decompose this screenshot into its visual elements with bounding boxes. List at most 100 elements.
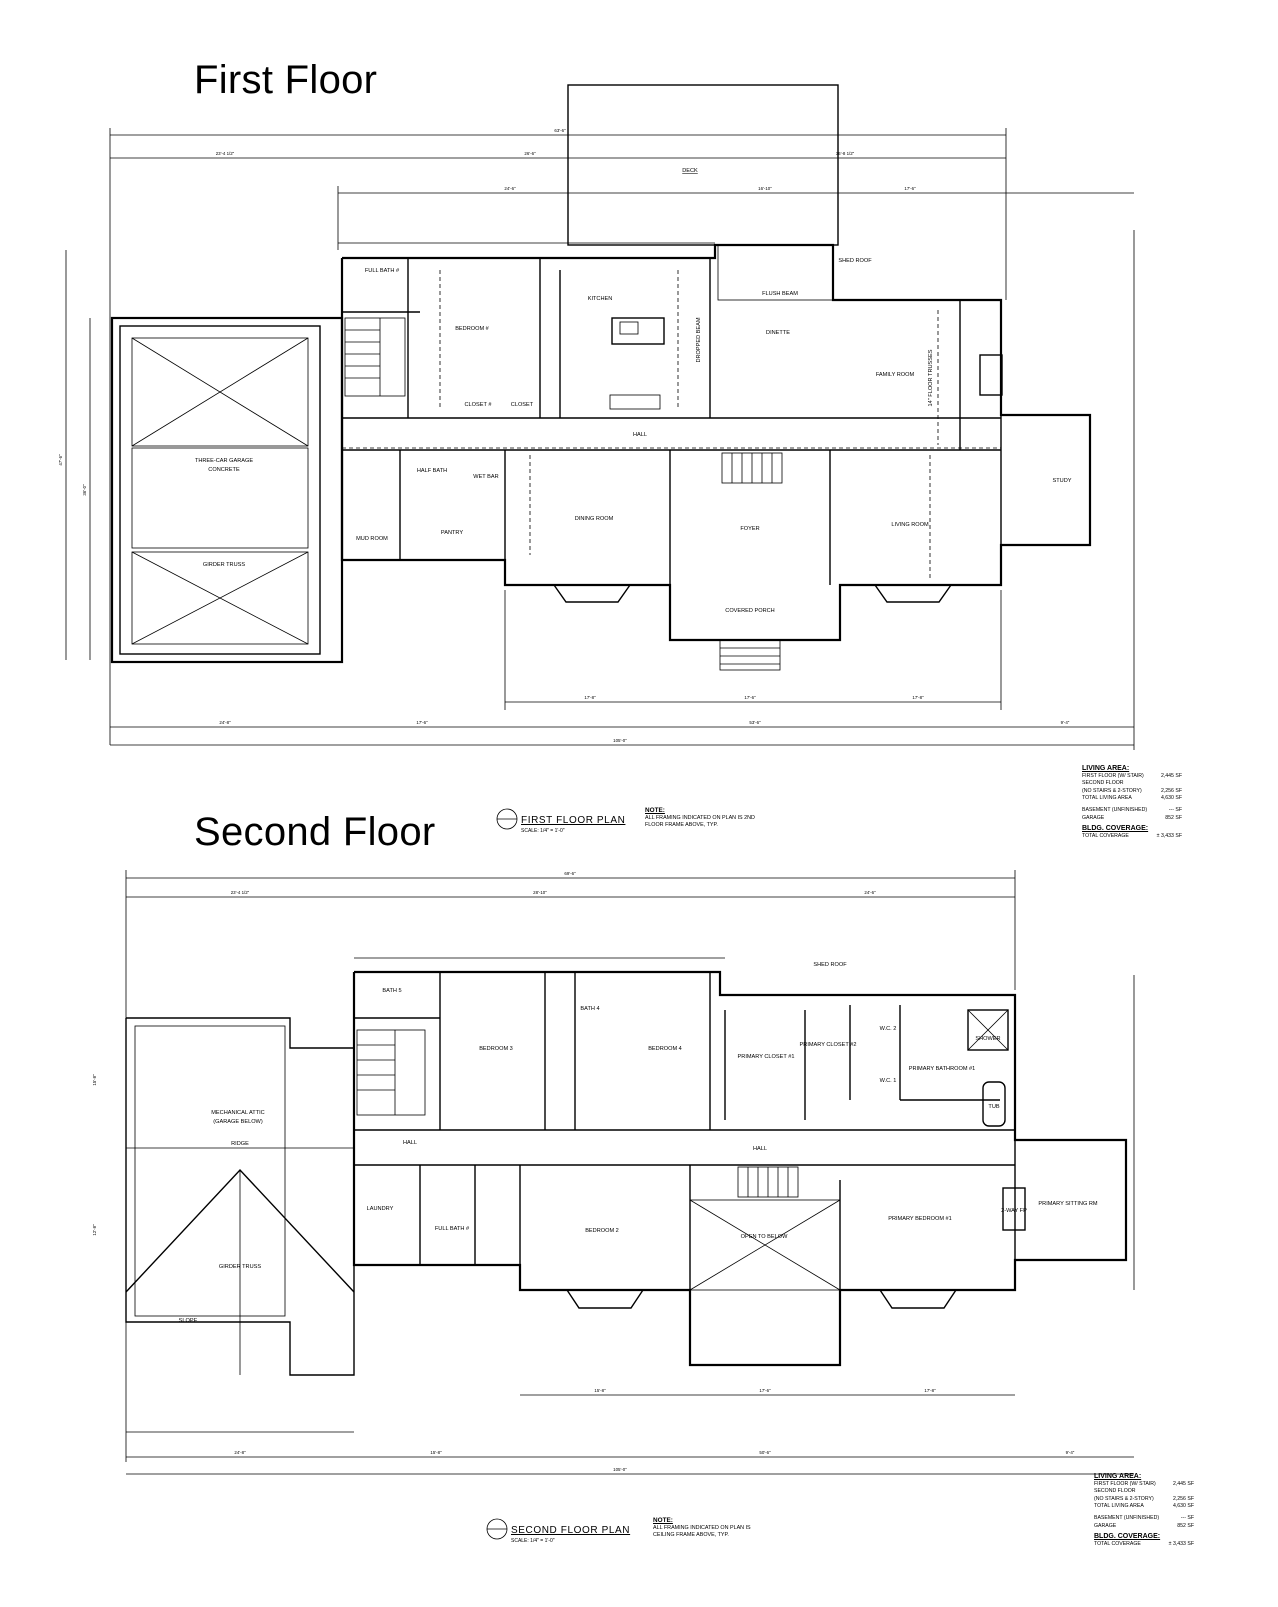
room-bedroom2: BEDROOM 2 — [585, 1228, 619, 1234]
room-primary-closet2: PRIMARY CLOSET #2 — [800, 1042, 857, 1048]
first-floor-title: First Floor — [194, 58, 378, 102]
room-garage: THREE-CAR GARAGE — [195, 458, 253, 464]
area-row: TOTAL COVERAGE± 3,433 SF — [1082, 832, 1182, 839]
room-foyer: FOYER — [740, 526, 759, 532]
area-row: SECOND FLOOR — [1082, 780, 1124, 787]
first-floor-note-text: ALL FRAMING INDICATED ON PLAN IS 2ND FLO… — [645, 814, 755, 828]
room-family-room: FAMILY ROOM — [876, 372, 915, 378]
room-full-bath-2: FULL BATH # — [435, 1226, 470, 1232]
second-floor-plan-title-block: SECOND FLOOR PLAN SCALE: 1/4" = 1'-0" — [511, 1520, 630, 1544]
room-dining-room: DINING ROOM — [575, 516, 614, 522]
dim-bottom-right: 9'-4" — [1061, 720, 1070, 725]
dim2-bottom-mid1: 15'-8" — [430, 1450, 442, 1455]
living-area-title-2: LIVING AREA: — [1094, 1473, 1142, 1480]
dim2-attic-a: 15'-8" — [92, 1074, 97, 1086]
dim-top-mid: 26'-6" — [524, 151, 536, 156]
dim-left-overall: 47'-6" — [58, 454, 63, 466]
room-open-below: OPEN TO BELOW — [741, 1234, 788, 1240]
dim-top-left: 23'-4 1/2" — [216, 151, 235, 156]
room-deck: DECK — [682, 168, 698, 174]
room-half-bath: HALF BATH — [417, 468, 447, 474]
room-closet: CLOSET — [511, 402, 534, 408]
dim-overall-top: 63'-6" — [554, 128, 566, 133]
dim2-top-right: 24'-6" — [864, 890, 876, 895]
room-primary-sitting: PRIMARY SITTING RM — [1038, 1201, 1097, 1207]
dim-deck-mid: 16'-10" — [758, 186, 772, 191]
first-floor-plan: 63'-6" 23'-4 1/2" 26'-6" 36'-8 1/2" 24'-… — [58, 84, 1135, 830]
room-kitchen: KITCHEN — [588, 296, 613, 302]
dim2-bottom-right: 9'-4" — [1066, 1450, 1075, 1455]
dim2-front-left: 15'-8" — [594, 1388, 606, 1393]
label-fireplace: 2-WAY FP — [1001, 1208, 1027, 1214]
room-tub: TUB — [988, 1104, 999, 1110]
dim-left-garage: 36'-0" — [82, 484, 87, 496]
first-floor-note: NOTE: ALL FRAMING INDICATED ON PLAN IS 2… — [645, 807, 765, 828]
room-pantry: PANTRY — [441, 530, 463, 536]
room-mud-room: MUD ROOM — [356, 536, 388, 542]
area-row: (NO STAIRS & 2-STORY)2,256 SF — [1082, 787, 1182, 794]
area-table-1: LIVING AREA: FIRST FLOOR (W/ STAIR)2,445… — [1082, 762, 1182, 840]
room-bedroom3: BEDROOM 3 — [479, 1046, 513, 1052]
area-row: FIRST FLOOR (W/ STAIR)2,445 SF — [1082, 772, 1182, 779]
dim-top-right: 36'-8 1/2" — [836, 151, 855, 156]
second-floor-title: Second Floor — [194, 810, 436, 854]
area-row: FIRST FLOOR (W/ STAIR)2,445 SF — [1094, 1480, 1194, 1487]
dim-bottom-mid2: 53'-6" — [749, 720, 761, 725]
room-primary-closet: PRIMARY CLOSET #1 — [738, 1054, 795, 1060]
dim-front-right: 17'-8" — [912, 695, 924, 700]
dim2-bottom-mid2: 50'-6" — [759, 1450, 771, 1455]
room-closet-bedroom: CLOSET # — [465, 402, 493, 408]
dim-front-mid: 17'-6" — [744, 695, 756, 700]
dim-overall-bottom: 105'-0" — [613, 738, 627, 743]
second-floor-note-title: NOTE: — [653, 1517, 673, 1524]
room-mechanical-attic: MECHANICAL ATTIC — [211, 1110, 264, 1116]
room-shed-roof: SHED ROOF — [838, 258, 872, 264]
room-shower: SHOWER — [975, 1036, 1000, 1042]
room-garage-sub: CONCRETE — [208, 467, 240, 473]
dim-front-left: 17'-8" — [584, 695, 596, 700]
room-full-bath: FULL BATH # — [365, 268, 400, 274]
room-bedroom4: BEDROOM 4 — [648, 1046, 682, 1052]
room-laundry: LAUNDRY — [367, 1206, 394, 1212]
first-floor-note-title: NOTE: — [645, 807, 665, 814]
dim2-front-right: 17'-8" — [924, 1388, 936, 1393]
room-bath4: BATH 4 — [580, 1006, 599, 1012]
first-floor-plan-scale: SCALE: 1/4" = 1'-0" — [521, 828, 565, 834]
area-row: BASEMENT (UNFINISHED)--- SF — [1094, 1514, 1194, 1521]
area-row: TOTAL COVERAGE± 3,433 SF — [1094, 1540, 1194, 1547]
second-floor-note: NOTE: ALL FRAMING INDICATED ON PLAN IS C… — [653, 1517, 773, 1538]
second-floor-plan: 69'-6" 23'-4 1/2" 28'-10" 24'-6" MECHANI… — [92, 870, 1135, 1540]
room-wc2: W.C. 2 — [880, 1026, 897, 1032]
first-floor-plan-title-block: FIRST FLOOR PLAN SCALE: 1/4" = 1'-0" — [521, 810, 625, 834]
living-area-title-1: LIVING AREA: — [1082, 765, 1130, 772]
dim2-overall-top: 69'-6" — [564, 871, 576, 876]
label-girder-truss: GIRDER TRUSS — [219, 1264, 261, 1270]
area-row: (NO STAIRS & 2-STORY)2,256 SF — [1094, 1495, 1194, 1502]
room-dinette: DINETTE — [766, 330, 790, 336]
dim-bottom-mid1: 17'-6" — [416, 720, 428, 725]
area-table-2: LIVING AREA: FIRST FLOOR (W/ STAIR)2,445… — [1094, 1470, 1194, 1548]
room-primary-bath: PRIMARY BATHROOM #1 — [909, 1066, 976, 1072]
room-hall: HALL — [633, 432, 647, 438]
label-flush-beam: FLUSH BEAM — [762, 291, 798, 297]
dim2-overall-bottom: 105'-0" — [613, 1467, 627, 1472]
room-covered-porch: COVERED PORCH — [725, 608, 774, 614]
coverage-title-1: BLDG. COVERAGE: — [1082, 825, 1149, 833]
second-floor-note-text: ALL FRAMING INDICATED ON PLAN IS CEILING… — [653, 1524, 751, 1538]
room-bedroom: BEDROOM # — [455, 326, 489, 332]
room-hall-left: HALL — [403, 1140, 417, 1146]
dim2-bottom-left: 24'-8" — [234, 1450, 246, 1455]
dim-deck-right: 17'-6" — [904, 186, 916, 191]
room-hall-main: HALL — [753, 1146, 767, 1152]
room-primary-bedroom: PRIMARY BEDROOM #1 — [888, 1216, 952, 1222]
room-garage-below: (GARAGE BELOW) — [213, 1119, 263, 1125]
room-bath5: BATH 5 — [382, 988, 401, 994]
dim2-top-left: 23'-4 1/2" — [231, 890, 250, 895]
room-wc1: W.C. 1 — [880, 1078, 897, 1084]
coverage-title-2: BLDG. COVERAGE: — [1094, 1533, 1161, 1541]
label-floor-trusses: 14" FLOOR TRUSSES — [928, 349, 934, 406]
